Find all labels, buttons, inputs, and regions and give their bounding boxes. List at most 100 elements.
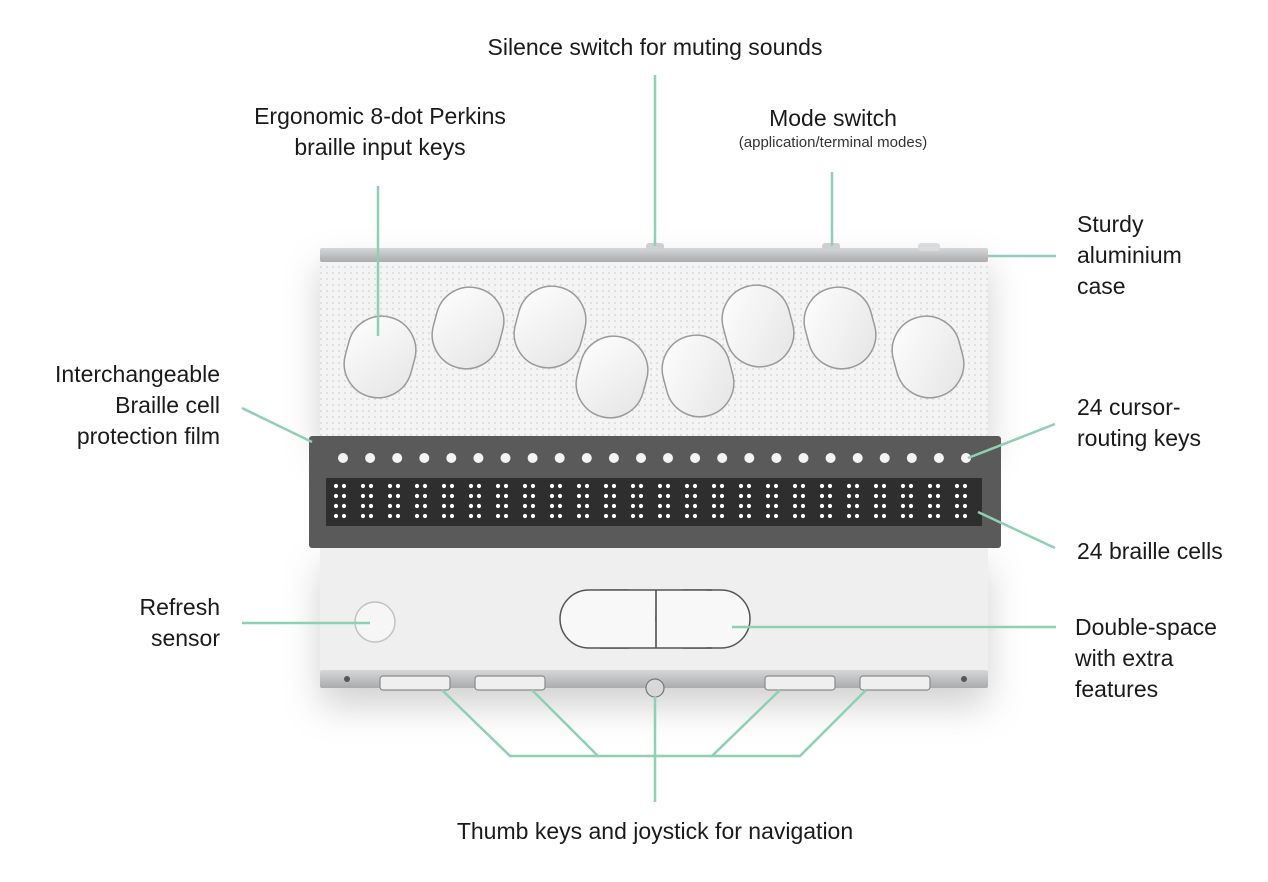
- routing-key[interactable]: [473, 453, 484, 463]
- braille-dot: [665, 493, 671, 499]
- braille-dot: [819, 513, 825, 519]
- silence-switch[interactable]: [646, 243, 664, 251]
- braille-dot: [638, 513, 644, 519]
- braille-dot: [854, 493, 860, 499]
- braille-dot: [846, 513, 852, 519]
- perkins-key-5[interactable]: [655, 328, 742, 425]
- braille-dot: [395, 503, 401, 509]
- routing-key[interactable]: [717, 453, 728, 463]
- thumb-key-3[interactable]: [764, 675, 836, 691]
- routing-key[interactable]: [392, 453, 403, 463]
- routing-key[interactable]: [663, 453, 673, 463]
- braille-dot: [630, 513, 636, 519]
- film-leader: [241, 406, 313, 444]
- braille-dot: [387, 513, 393, 519]
- perkins-key-6[interactable]: [715, 278, 802, 375]
- braille-dot: [503, 493, 509, 499]
- cells-leader: [977, 510, 1056, 550]
- braille-dot: [800, 493, 806, 499]
- braille-dot: [611, 493, 617, 499]
- braille-cell: [684, 483, 698, 519]
- routing-key[interactable]: [879, 453, 890, 463]
- thumb-leader-right: [708, 689, 867, 758]
- routing-key[interactable]: [338, 453, 348, 463]
- braille-cell: [495, 483, 509, 519]
- braille-dot: [368, 513, 374, 519]
- braille-dot: [495, 483, 501, 489]
- routing-key[interactable]: [608, 453, 619, 463]
- braille-dot: [900, 493, 906, 499]
- braille-dot: [881, 483, 887, 489]
- routing-key[interactable]: [636, 453, 646, 463]
- mode-text: Mode switch: [769, 105, 897, 131]
- braille-dot: [738, 503, 744, 509]
- braille-dot: [711, 493, 717, 499]
- routing-key[interactable]: [446, 453, 457, 463]
- routing-key[interactable]: [581, 453, 592, 463]
- perkins-key-2[interactable]: [425, 280, 512, 377]
- routing-key[interactable]: [554, 453, 565, 463]
- routing-key[interactable]: [825, 453, 836, 463]
- perkins-key-3[interactable]: [507, 279, 594, 376]
- routing-key[interactable]: [852, 453, 863, 463]
- perkins-key-8[interactable]: [885, 309, 972, 406]
- braille-dot: [422, 503, 428, 509]
- braille-dot: [522, 503, 528, 509]
- cells-text: 24 braille cells: [1077, 538, 1223, 564]
- refresh-label: Refresh sensor: [60, 592, 220, 654]
- perkins-key-7[interactable]: [797, 280, 884, 377]
- routing-key[interactable]: [798, 453, 809, 463]
- braille-dot: [800, 483, 806, 489]
- braille-dot: [657, 483, 663, 489]
- braille-dot: [414, 513, 420, 519]
- braille-dot: [692, 493, 698, 499]
- routing-key[interactable]: [933, 453, 944, 463]
- braille-dot: [360, 503, 366, 509]
- braille-dot: [530, 483, 536, 489]
- braille-dot: [422, 493, 428, 499]
- braille-dot: [657, 513, 663, 519]
- joystick[interactable]: [645, 678, 665, 698]
- braille-cell: [873, 483, 887, 519]
- routing-key[interactable]: [500, 453, 511, 463]
- routing-key[interactable]: [419, 453, 430, 463]
- braille-dot: [935, 483, 941, 489]
- routing-key[interactable]: [961, 453, 971, 463]
- perkins-key-4[interactable]: [569, 329, 656, 426]
- braille-dot: [819, 503, 825, 509]
- braille-dot: [692, 483, 698, 489]
- braille-dot: [792, 503, 798, 509]
- mode-switch[interactable]: [822, 243, 840, 251]
- routing-key[interactable]: [690, 453, 701, 463]
- braille-cell: [657, 483, 671, 519]
- braille-dot: [522, 513, 528, 519]
- braille-dot: [395, 513, 401, 519]
- routing-key[interactable]: [906, 453, 917, 463]
- braille-dot: [476, 513, 482, 519]
- braille-dot: [719, 503, 725, 509]
- perkins-key-1[interactable]: [337, 309, 424, 406]
- braille-dot: [503, 483, 509, 489]
- film-label: Interchangeable Braille cell protection …: [20, 359, 220, 452]
- thumb-key-1[interactable]: [379, 675, 451, 691]
- thumb-key-2[interactable]: [474, 675, 546, 691]
- braille-dot: [746, 493, 752, 499]
- routing-key[interactable]: [771, 453, 782, 463]
- braille-dot: [630, 503, 636, 509]
- braille-dot: [368, 483, 374, 489]
- braille-dot: [584, 513, 590, 519]
- braille-dot: [827, 493, 833, 499]
- braille-dot: [900, 503, 906, 509]
- braille-dot: [773, 513, 779, 519]
- braille-cell: [414, 483, 428, 519]
- routing-key[interactable]: [744, 453, 755, 463]
- routing-key[interactable]: [365, 453, 376, 463]
- routing-key[interactable]: [527, 453, 538, 463]
- braille-cell: [549, 483, 563, 519]
- routing-leader: [967, 422, 1056, 460]
- braille-dot: [962, 503, 968, 509]
- thumb-key-4[interactable]: [859, 675, 931, 691]
- braille-dot: [395, 483, 401, 489]
- braille-dot: [449, 483, 455, 489]
- braille-dot: [719, 483, 725, 489]
